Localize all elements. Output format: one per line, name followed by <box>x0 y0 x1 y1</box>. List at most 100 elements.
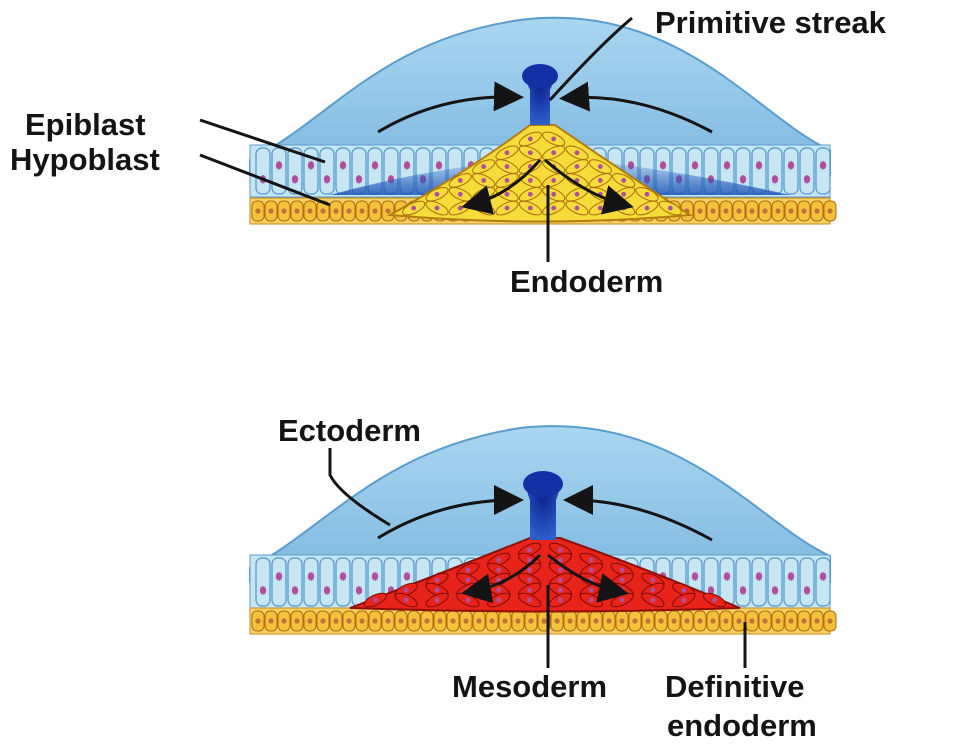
columnar-cell <box>783 557 799 607</box>
columnar-cell <box>815 147 831 195</box>
cell-nucleus <box>476 618 482 624</box>
columnar-cell <box>767 147 783 195</box>
ectoderm-label: Ectoderm <box>278 413 421 448</box>
cell-nucleus <box>465 567 471 573</box>
cell-nucleus <box>481 178 487 183</box>
cell-nucleus <box>723 208 729 214</box>
cell-nucleus <box>339 161 347 170</box>
cell-nucleus <box>259 586 267 595</box>
cell-nucleus <box>281 618 287 624</box>
cell-nucleus <box>504 178 510 183</box>
cell-nucleus <box>457 191 463 197</box>
cell-nucleus <box>671 618 677 624</box>
cell-nucleus <box>819 572 827 581</box>
cell-nucleus <box>527 587 532 593</box>
cell-nucleus <box>593 618 599 624</box>
columnar-cell <box>767 557 783 607</box>
cell-nucleus <box>597 164 603 169</box>
cell-nucleus <box>434 205 440 211</box>
cell-nucleus <box>588 567 594 573</box>
hypoblast-label: Hypoblast <box>10 142 160 177</box>
cell-nucleus <box>307 161 315 170</box>
columnar-cell <box>303 557 319 607</box>
columnar-cell <box>783 147 799 195</box>
cell-nucleus <box>551 136 557 142</box>
left-inward-arrow-top <box>377 81 524 134</box>
ectoderm-leader <box>328 448 391 527</box>
primitive-pit-bottom <box>523 471 563 497</box>
cell-nucleus <box>527 191 533 197</box>
cell-nucleus <box>644 205 650 211</box>
cell-nucleus <box>541 618 547 624</box>
primitive-streak-label: Primitive streak <box>655 5 887 40</box>
cell-nucleus <box>650 587 656 593</box>
cell-nucleus <box>650 577 656 583</box>
cell-nucleus <box>465 597 471 603</box>
cell-nucleus <box>723 618 729 624</box>
cell-nucleus <box>504 191 510 197</box>
cell-nucleus <box>803 586 811 595</box>
cell-nucleus <box>710 618 716 624</box>
cell-nucleus <box>333 618 339 624</box>
left-inward-arrow-bottom <box>377 485 524 540</box>
columnar-cell <box>319 147 335 195</box>
cell-nucleus <box>255 208 261 214</box>
cell-nucleus <box>320 618 326 624</box>
cell-nucleus <box>755 161 763 170</box>
cell-nucleus <box>403 161 411 170</box>
cell-nucleus <box>502 618 508 624</box>
cell-nucleus <box>710 208 716 214</box>
cell-nucleus <box>403 572 411 581</box>
cell-nucleus <box>515 618 521 624</box>
cell-nucleus <box>385 618 391 624</box>
cell-nucleus <box>771 175 779 184</box>
cell-nucleus <box>371 572 379 581</box>
columnar-cell <box>751 557 767 607</box>
cell-nucleus <box>551 191 557 197</box>
cell-nucleus <box>463 618 469 624</box>
cell-nucleus <box>606 618 612 624</box>
right-inward-arrow-bottom <box>563 485 713 542</box>
cell-nucleus <box>307 208 313 214</box>
cell-nucleus <box>255 618 261 624</box>
cell-nucleus <box>320 208 326 214</box>
cell-nucleus <box>373 597 378 603</box>
cell-nucleus <box>558 557 563 563</box>
cell-nucleus <box>597 205 603 211</box>
cell-nucleus <box>398 618 404 624</box>
cell-nucleus <box>403 597 409 603</box>
down-right-arrow-bottom <box>547 553 629 603</box>
columnar-cell <box>351 557 367 607</box>
cell-nucleus <box>788 618 794 624</box>
cell-nucleus <box>527 178 533 183</box>
cell-nucleus <box>457 205 463 211</box>
cell-nucleus <box>527 150 533 156</box>
cell-nucleus <box>307 618 313 624</box>
columnar-cell <box>255 147 271 195</box>
cell-nucleus <box>355 586 363 595</box>
cell-nucleus <box>788 208 794 214</box>
cell-nucleus <box>496 577 502 583</box>
cell-nucleus <box>621 191 627 197</box>
cell-nucleus <box>827 618 833 624</box>
cell-nucleus <box>574 205 580 211</box>
cell-nucleus <box>567 618 573 624</box>
cell-nucleus <box>771 586 779 595</box>
cell-nucleus <box>554 618 560 624</box>
cell-nucleus <box>681 587 687 593</box>
columnar-cell <box>799 557 815 607</box>
cell-nucleus <box>294 618 300 624</box>
cell-nucleus <box>268 208 274 214</box>
cell-nucleus <box>723 161 731 170</box>
cell-nucleus <box>558 547 563 553</box>
cell-nucleus <box>346 618 352 624</box>
cell-nucleus <box>827 208 833 214</box>
cell-nucleus <box>527 136 533 142</box>
cell-nucleus <box>803 175 811 184</box>
cell-nucleus <box>667 205 673 211</box>
epiblast-leader <box>199 118 326 164</box>
cell-nucleus <box>619 618 625 624</box>
cell-nucleus <box>465 587 471 593</box>
cell-nucleus <box>691 572 699 581</box>
